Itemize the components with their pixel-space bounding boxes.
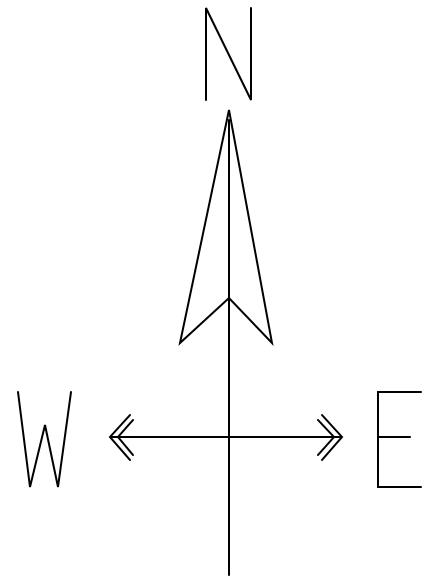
west-letter — [17, 391, 72, 488]
west-arrowhead — [108, 414, 131, 461]
east-arrowhead — [321, 414, 344, 461]
west-east-axis — [108, 414, 344, 461]
north-arrow — [178, 109, 274, 347]
north-letter — [205, 7, 252, 101]
east-letter — [377, 391, 422, 488]
